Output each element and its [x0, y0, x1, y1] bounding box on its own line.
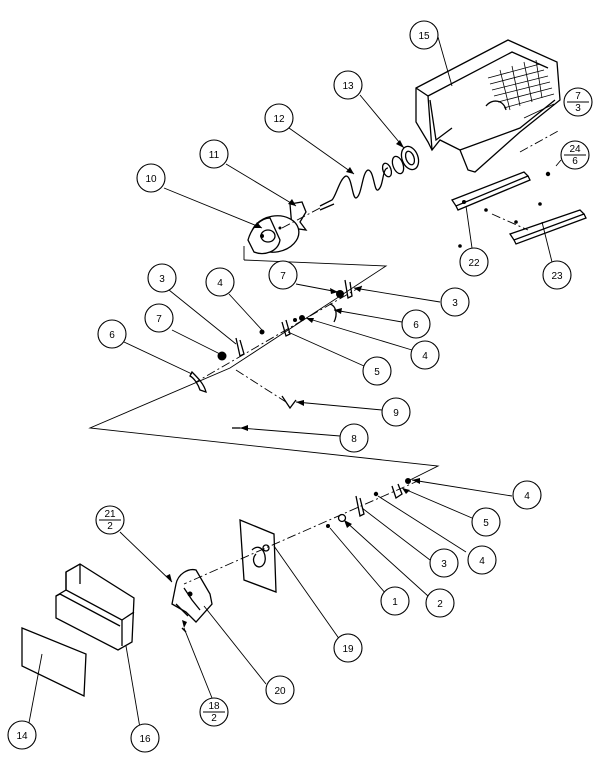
callout-10: 10	[136, 163, 166, 193]
callout-7-b: 7	[268, 260, 298, 290]
svg-text:9: 9	[393, 408, 399, 419]
svg-text:20: 20	[274, 686, 286, 697]
callout-6-b: 6	[401, 309, 431, 339]
svg-text:24: 24	[569, 144, 581, 155]
svg-text:6: 6	[413, 320, 419, 331]
part-10-auger-motor	[247, 215, 300, 255]
callout-19: 19	[333, 633, 363, 663]
callout-18-over-2: 18 2	[199, 697, 229, 727]
svg-text:14: 14	[16, 731, 28, 742]
svg-text:6: 6	[572, 156, 578, 167]
svg-text:4: 4	[479, 556, 485, 567]
svg-text:2: 2	[437, 599, 443, 610]
callout-8: 8	[339, 423, 369, 453]
svg-text:15: 15	[418, 31, 430, 42]
svg-text:6: 6	[109, 330, 115, 341]
callout-13: 13	[333, 70, 363, 100]
svg-text:3: 3	[159, 274, 165, 285]
leader-arrowheads	[166, 140, 420, 628]
svg-text:7: 7	[156, 314, 162, 325]
svg-text:12: 12	[273, 114, 285, 125]
svg-text:3: 3	[452, 298, 458, 309]
svg-text:23: 23	[551, 271, 563, 282]
svg-text:22: 22	[468, 258, 480, 269]
rail-screws	[458, 171, 551, 248]
callout-11: 11	[199, 139, 229, 169]
svg-text:7: 7	[280, 271, 286, 282]
part-16-front-cover	[55, 563, 135, 651]
svg-text:8: 8	[351, 434, 357, 445]
svg-text:3: 3	[575, 103, 581, 114]
mid-assembly-hardware	[189, 279, 353, 429]
callout-14: 14	[7, 720, 37, 750]
ice-bin-grille	[487, 59, 555, 111]
svg-text:5: 5	[483, 518, 489, 529]
callout-4-b: 4	[410, 340, 440, 370]
callout-12: 12	[264, 103, 294, 133]
callout-3-a: 3	[147, 263, 177, 293]
part-13-ring	[381, 145, 420, 178]
callout-3-c: 3	[429, 548, 459, 578]
svg-text:3: 3	[441, 559, 447, 570]
callout-7-over-3: 7 3	[563, 87, 593, 117]
callout-20: 20	[265, 675, 295, 705]
callout-3-b: 3	[440, 287, 470, 317]
svg-text:2: 2	[211, 713, 217, 724]
svg-text:7: 7	[575, 91, 581, 102]
callout-9: 9	[381, 397, 411, 427]
callout-21-over-2: 21 2	[95, 505, 125, 535]
callout-23: 23	[542, 260, 572, 290]
svg-text:21: 21	[104, 509, 116, 520]
callout-2: 2	[425, 588, 455, 618]
svg-text:1: 1	[392, 597, 398, 608]
svg-text:5: 5	[374, 367, 380, 378]
callout-5-a: 5	[362, 356, 392, 386]
callout-4-d: 4	[467, 545, 497, 575]
svg-text:13: 13	[342, 81, 354, 92]
svg-text:16: 16	[139, 734, 151, 745]
part-12-auger-spring	[319, 167, 389, 211]
callout-1: 1	[380, 586, 410, 616]
svg-text:11: 11	[209, 150, 220, 161]
svg-text:4: 4	[422, 351, 428, 362]
part-14-panel	[21, 627, 87, 698]
callout-16: 16	[130, 723, 160, 753]
assembly-plane-outlines	[88, 246, 440, 481]
callout-22: 22	[459, 247, 489, 277]
part-19-mounting-plate	[239, 519, 277, 593]
svg-text:18: 18	[208, 701, 220, 712]
svg-text:19: 19	[342, 644, 354, 655]
svg-text:4: 4	[524, 491, 530, 502]
callouts: 15 13 12 11 10 7 3 24 6	[7, 20, 593, 753]
callout-4-a: 4	[205, 267, 235, 297]
part-23-slide-rail	[508, 209, 587, 245]
callout-4-c: 4	[512, 480, 542, 510]
part-20-housing	[171, 568, 213, 633]
svg-text:4: 4	[217, 278, 223, 289]
svg-text:2: 2	[107, 521, 113, 532]
svg-text:10: 10	[145, 174, 157, 185]
part-22-slide-rail	[451, 171, 531, 211]
callout-7-c: 7	[144, 303, 174, 333]
leader-lines	[27, 36, 562, 729]
part-15-ice-bin	[415, 39, 561, 173]
callout-6-a: 6	[97, 319, 127, 349]
callout-5-b: 5	[471, 507, 501, 537]
callout-15: 15	[409, 20, 439, 50]
callout-24-over-6: 24 6	[560, 140, 590, 170]
